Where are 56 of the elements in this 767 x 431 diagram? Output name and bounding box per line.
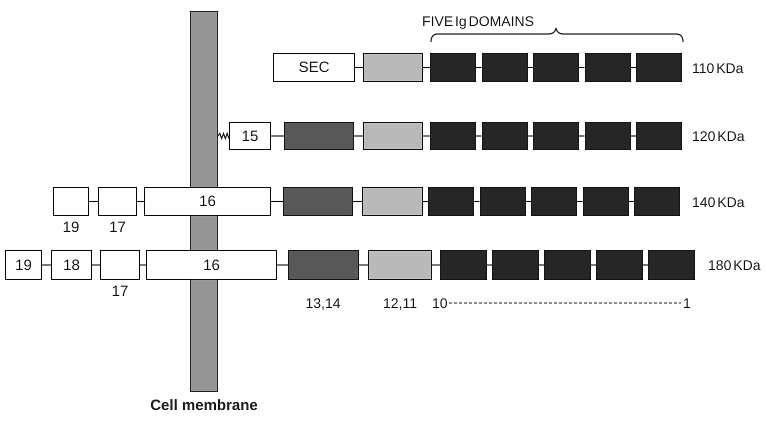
domain-box <box>480 187 526 216</box>
domain-box <box>584 53 630 82</box>
membrane-label: Cell membrane <box>150 397 258 414</box>
domain-box <box>440 250 487 280</box>
domain-box <box>284 122 354 150</box>
annotation-label: 110 KDa <box>692 61 744 75</box>
annotation-label: 180 KDa <box>708 258 760 272</box>
domain-box <box>363 122 423 150</box>
domain-box <box>482 122 528 150</box>
domain-number: 17 <box>109 219 126 236</box>
domain-box <box>531 187 577 216</box>
domain-box <box>636 53 682 82</box>
wavy-anchor-line <box>218 132 230 140</box>
domain-box <box>144 187 271 216</box>
domain-box <box>362 187 423 216</box>
domain-box <box>544 250 591 280</box>
domain-box <box>533 122 579 150</box>
domain-box <box>584 122 630 150</box>
domain-number: 16 <box>203 256 220 274</box>
domain-box <box>273 53 355 82</box>
domain-box <box>492 250 539 280</box>
domain-number: 17 <box>112 283 128 300</box>
domain-box <box>146 250 277 280</box>
domain-box <box>533 53 579 82</box>
domain-number: 19 <box>62 219 80 236</box>
annotation-label: 10 <box>432 296 448 310</box>
annotation-label: 1 <box>683 296 691 310</box>
annotation-label: 120 KDa <box>692 129 744 143</box>
domain-box <box>428 187 474 216</box>
connector-line <box>277 264 288 266</box>
domain-box <box>283 187 353 216</box>
domain-box <box>5 250 42 280</box>
domain-number: 15 <box>242 128 258 144</box>
connector-line <box>271 135 284 137</box>
domain-number: 16 <box>199 193 216 210</box>
connector-line <box>271 200 283 202</box>
annotation-label: FIVE Ig DOMAINS <box>422 14 534 28</box>
domain-box <box>229 122 271 150</box>
domain-box <box>648 250 695 280</box>
domain-box <box>582 187 628 216</box>
domain-box <box>288 250 359 280</box>
annotation-label: 12,11 <box>383 296 417 310</box>
domain-number: SEC <box>298 59 330 76</box>
domain-box <box>634 187 680 216</box>
domain-box <box>363 53 423 82</box>
domain-box <box>636 122 682 150</box>
domain-box <box>430 53 476 82</box>
domain-box <box>51 250 92 280</box>
annotation-label: 13,14 <box>305 296 341 310</box>
domain-box <box>368 250 432 280</box>
annotation-label: 140 KDa <box>692 195 744 209</box>
domain-box <box>430 122 476 150</box>
domain-number: 19 <box>15 256 32 274</box>
domain-number: 18 <box>63 256 80 274</box>
domain-box <box>482 53 528 82</box>
domain-box <box>596 250 643 280</box>
